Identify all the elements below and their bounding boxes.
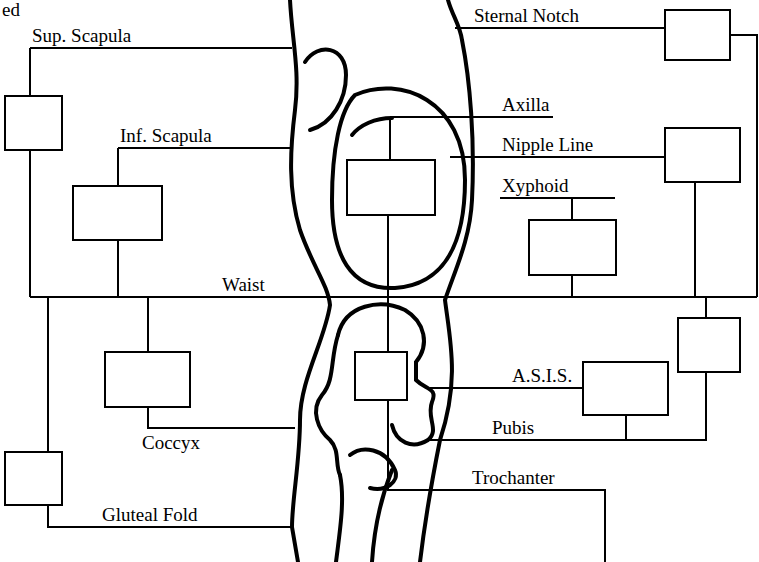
anatomy-label: Axilla bbox=[500, 95, 552, 115]
anatomy-label: Coccyx bbox=[140, 433, 202, 453]
leader-lines bbox=[30, 28, 757, 562]
anatomy-label: Pubis bbox=[490, 418, 536, 438]
anatomy-label: Trochanter bbox=[470, 468, 557, 488]
anatomy-label: ed bbox=[0, 0, 22, 20]
anatomy-label: Waist bbox=[220, 275, 267, 295]
anatomy-label: Inf. Scapula bbox=[118, 126, 214, 146]
anatomy-label: Gluteal Fold bbox=[100, 505, 200, 525]
anatomy-label: Nipple Line bbox=[500, 135, 595, 155]
body-outline bbox=[290, 0, 473, 562]
anatomy-label: Sup. Scapula bbox=[30, 26, 133, 46]
anatomy-label: A.S.I.S. bbox=[510, 366, 574, 386]
blank-box bbox=[5, 10, 740, 505]
anatomy-label: Xyphoid bbox=[500, 176, 571, 196]
anatomy-label: Sternal Notch bbox=[472, 6, 581, 26]
